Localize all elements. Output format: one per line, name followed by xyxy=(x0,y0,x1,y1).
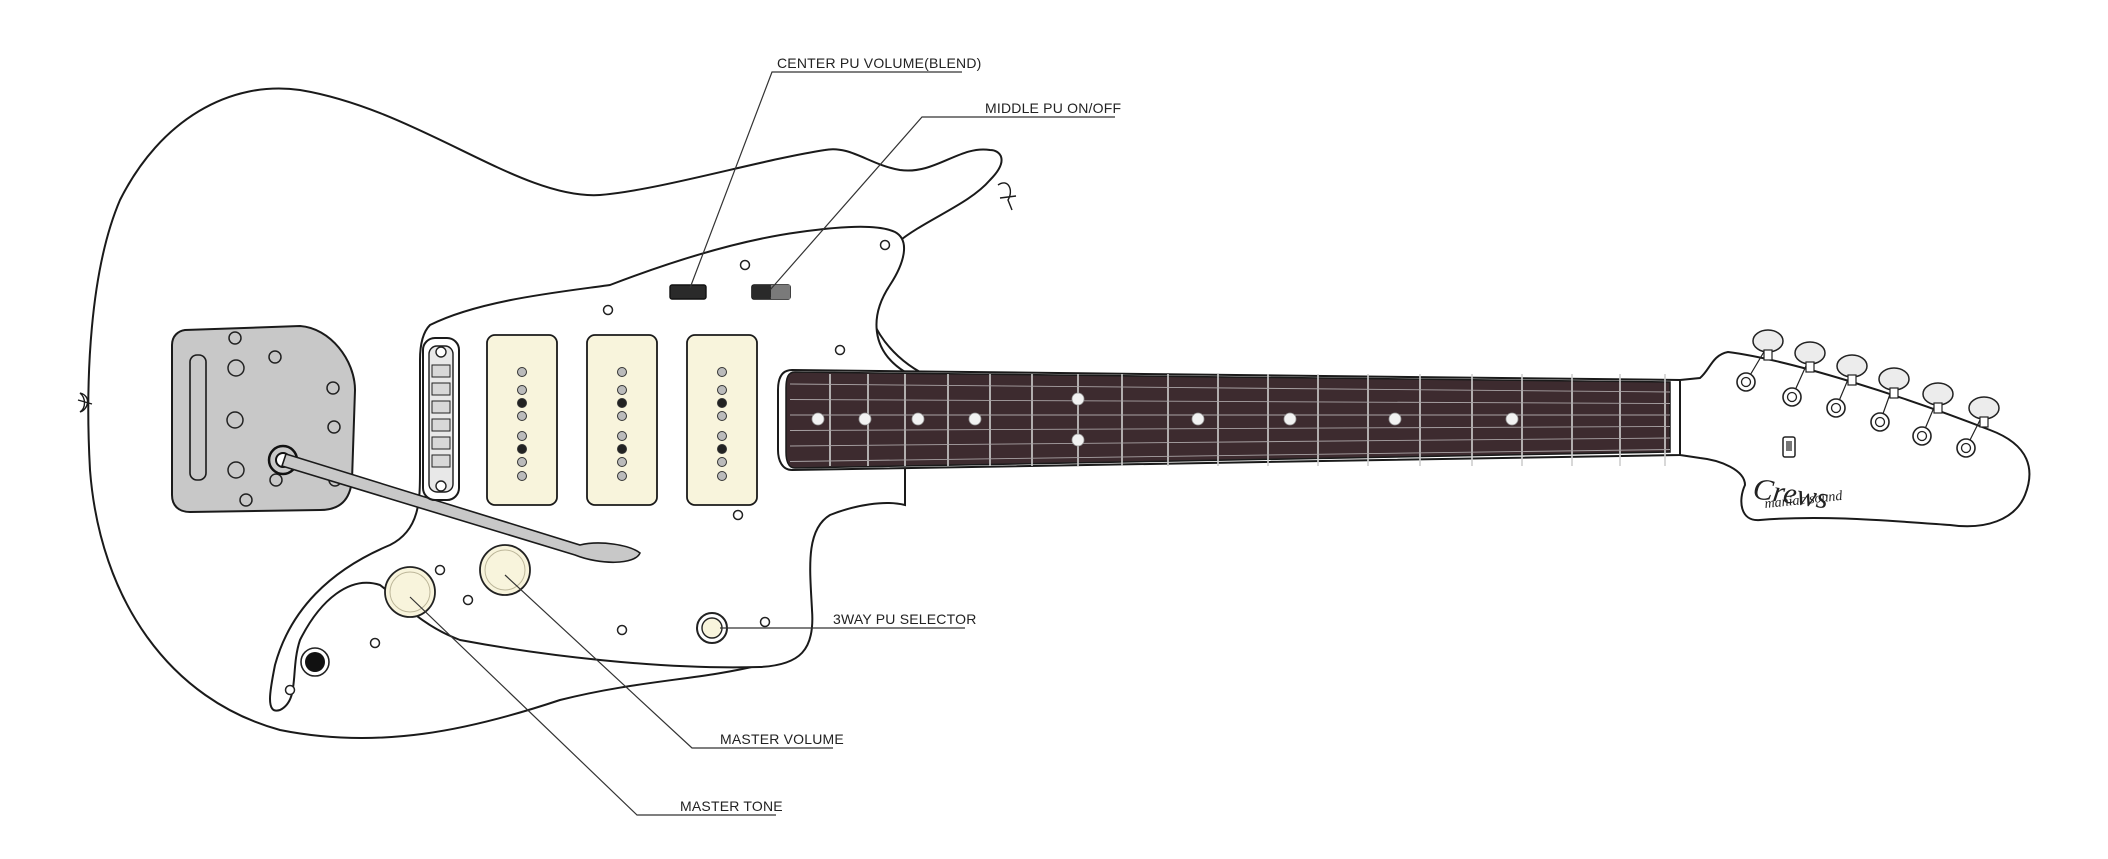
tuner-hole xyxy=(1960,442,1972,454)
leader-master-volume xyxy=(504,574,833,749)
tailpiece-screws xyxy=(226,331,342,507)
tuner-hole xyxy=(1786,391,1798,403)
strings xyxy=(789,383,1671,462)
pole-piece xyxy=(517,367,527,377)
string xyxy=(789,449,1671,462)
tailpiece-slot xyxy=(189,354,207,481)
tuner-key xyxy=(1752,329,1784,353)
dot-inlay xyxy=(1071,433,1085,447)
tuner-post xyxy=(1979,416,1989,428)
label-master-volume: MASTER VOLUME xyxy=(720,731,844,747)
dot-inlay xyxy=(858,412,872,426)
tuner-key xyxy=(1836,354,1868,378)
pole-piece xyxy=(517,411,527,421)
tuner-hole xyxy=(1740,376,1752,388)
pole-piece xyxy=(517,431,527,441)
pole-piece xyxy=(717,444,727,454)
bridge-tailpiece-plate xyxy=(171,324,357,514)
pole-piece xyxy=(617,431,627,441)
strap-button-left xyxy=(77,392,93,413)
leader-master-tone xyxy=(409,596,776,816)
pole-piece xyxy=(717,471,727,481)
pole-piece xyxy=(717,431,727,441)
pole-piece xyxy=(617,471,627,481)
string xyxy=(789,399,1671,404)
pole-piece xyxy=(517,444,527,454)
tuner-key xyxy=(1968,396,2000,420)
label-middle-pu-onoff: MIDDLE PU ON/OFF xyxy=(985,100,1121,116)
pole-piece xyxy=(617,457,627,467)
pole-piece xyxy=(717,385,727,395)
pole-piece xyxy=(717,367,727,377)
label-master-tone: MASTER TONE xyxy=(680,798,783,814)
dot-inlay xyxy=(1505,412,1519,426)
pole-piece xyxy=(517,471,527,481)
label-three-way-selector: 3WAY PU SELECTOR xyxy=(833,611,977,627)
leader-middle-pu-onoff xyxy=(769,116,1115,291)
tuner-post xyxy=(1847,374,1857,386)
dot-inlay xyxy=(968,412,982,426)
pole-piece xyxy=(717,411,727,421)
pickup-pole-pieces xyxy=(517,367,727,481)
fret-inlays xyxy=(811,392,1519,447)
bridge xyxy=(422,337,460,501)
dot-inlay xyxy=(1283,412,1297,426)
tuner-key xyxy=(1922,382,1954,406)
tuner-post xyxy=(1805,361,1815,373)
center-pu-volume-roller[interactable] xyxy=(669,284,707,300)
tuner-hole xyxy=(1830,402,1842,414)
pole-piece xyxy=(617,444,627,454)
tuners xyxy=(1736,329,2000,458)
pole-piece xyxy=(717,457,727,467)
pole-piece xyxy=(617,398,627,408)
pole-piece xyxy=(517,385,527,395)
pole-piece xyxy=(517,398,527,408)
output-jack[interactable] xyxy=(300,647,330,677)
tremolo-arm xyxy=(280,453,641,564)
dot-inlay xyxy=(911,412,925,426)
pole-piece xyxy=(717,398,727,408)
dot-inlay xyxy=(811,412,825,426)
tuner-key xyxy=(1794,341,1826,365)
tuner-post xyxy=(1889,387,1899,399)
label-center-pu-volume: CENTER PU VOLUME(BLEND) xyxy=(777,55,982,71)
middle-pu-onoff-switch[interactable] xyxy=(751,284,791,300)
strap-button-horn xyxy=(997,182,1017,211)
master-volume-knob[interactable] xyxy=(479,544,531,596)
string xyxy=(789,426,1671,431)
dot-inlay xyxy=(1388,412,1402,426)
pole-piece xyxy=(617,385,627,395)
master-tone-knob[interactable] xyxy=(384,566,436,618)
tuner-hole xyxy=(1916,430,1928,442)
leader-center-pu-volume xyxy=(689,71,962,289)
pickguard-screws xyxy=(284,239,891,696)
pole-piece xyxy=(617,411,627,421)
tuner-key xyxy=(1878,367,1910,391)
dot-inlay xyxy=(1191,412,1205,426)
three-way-selector-knob[interactable] xyxy=(696,612,728,644)
tuner-hole xyxy=(1874,416,1886,428)
tuner-post xyxy=(1933,402,1943,414)
string xyxy=(789,383,1671,393)
dot-inlay xyxy=(1071,392,1085,406)
pole-piece xyxy=(617,367,627,377)
tuner-post xyxy=(1763,349,1773,361)
string xyxy=(789,437,1671,447)
pole-piece xyxy=(517,457,527,467)
